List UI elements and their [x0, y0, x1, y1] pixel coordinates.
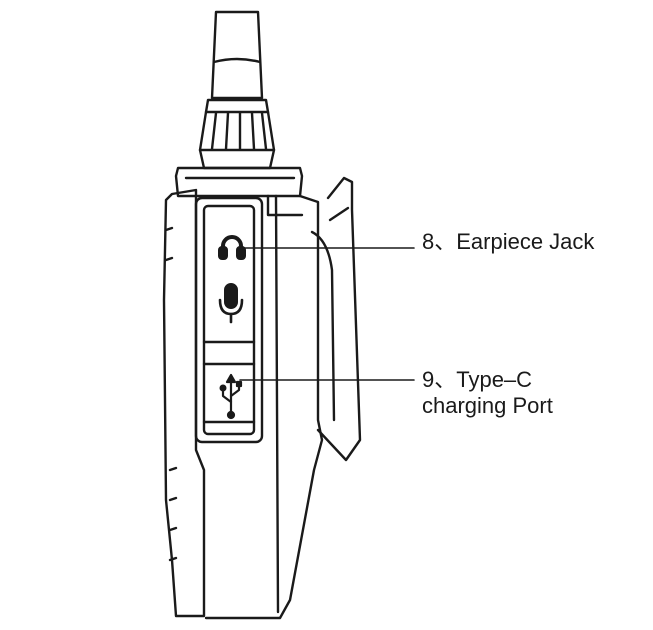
radio-top-shoulder	[174, 166, 304, 198]
port-cover	[194, 196, 264, 444]
charging-port-callout: 9、Type–C charging Port	[422, 367, 553, 419]
radio-body	[162, 188, 324, 620]
charging-port-label-line1: 9、Type–C	[422, 367, 533, 392]
earpiece-jack-callout: 8、Earpiece Jack	[422, 229, 594, 255]
headphone-icon	[218, 235, 246, 260]
antenna	[198, 10, 276, 170]
earpiece-jack-label: 8、Earpiece Jack	[422, 229, 595, 254]
microphone-icon	[218, 283, 244, 324]
charging-port-label-line2: charging Port	[422, 393, 553, 418]
usb-icon	[219, 373, 243, 420]
